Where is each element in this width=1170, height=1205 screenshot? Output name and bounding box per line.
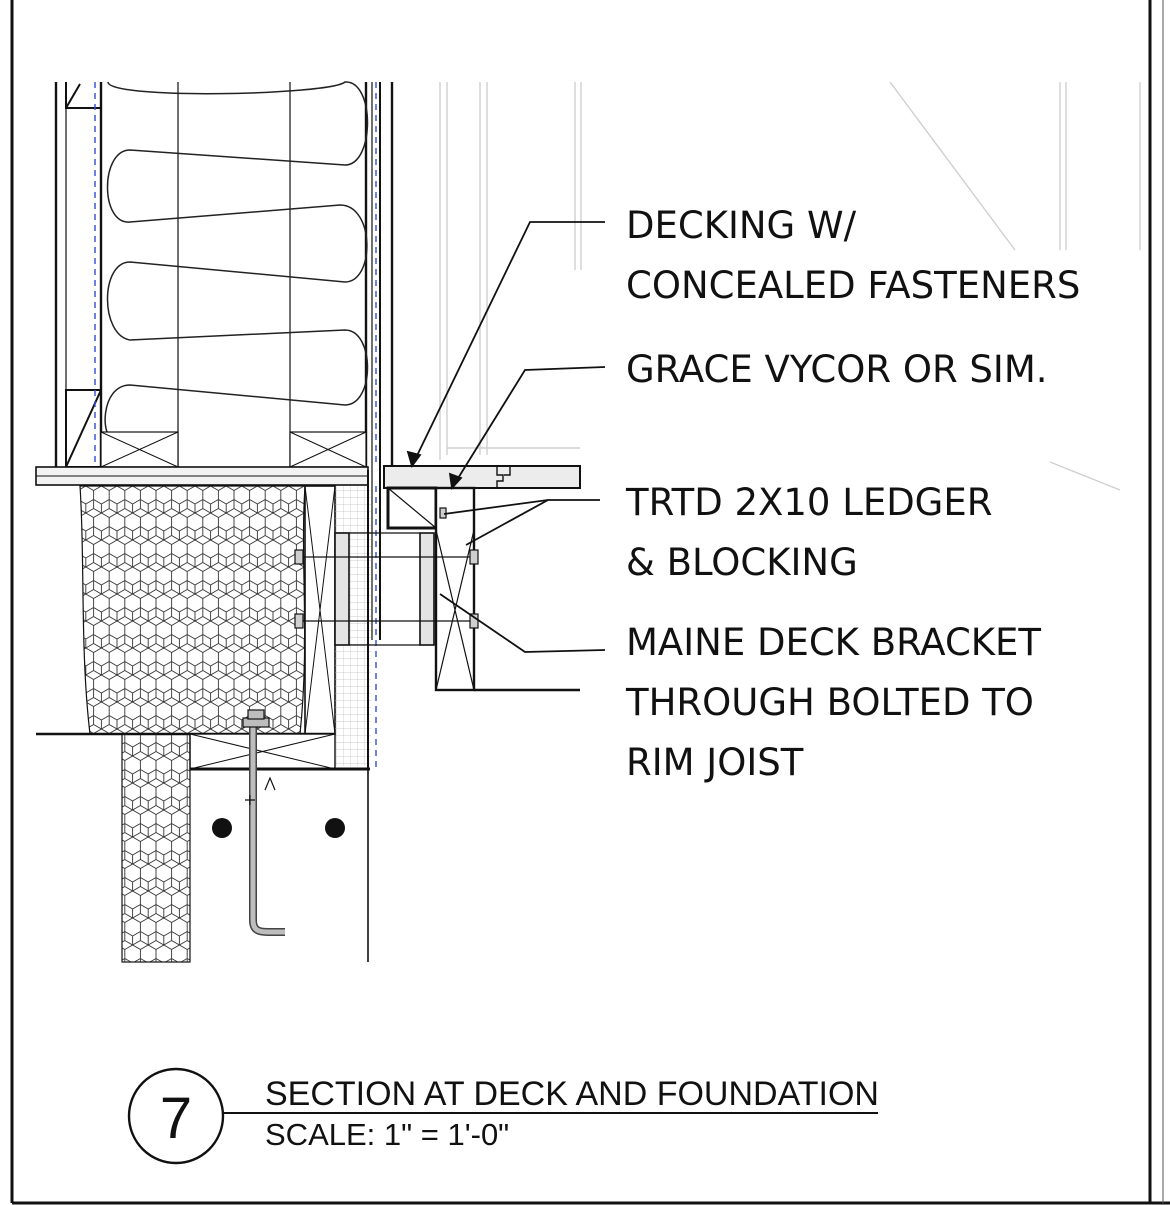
callout-line: THROUGH BOLTED TO [625, 681, 1034, 724]
deck-assembly [294, 465, 581, 692]
rebar-dot [325, 818, 345, 838]
background-elevation [439, 81, 1141, 491]
callout-line: CONCEALED FASTENERS [626, 264, 1080, 307]
detail-number-bubble [127, 1067, 225, 1165]
wall-assembly [54, 81, 394, 640]
callout-line: TRTD 2X10 LEDGER [625, 481, 992, 524]
detail-scale: SCALE: 1" = 1'-0" [265, 1117, 509, 1152]
callout-line: DECKING W/ [626, 204, 857, 247]
foundation [121, 709, 369, 963]
floor-assembly [35, 466, 377, 771]
callout-membrane: GRACE VYCOR OR SIM. [626, 348, 1048, 391]
callout-leaders [406, 221, 606, 653]
callout-decking: DECKING W/ CONCEALED FASTENERS [626, 204, 1080, 307]
callout-ledger: TRTD 2X10 LEDGER & BLOCKING [625, 481, 992, 584]
detail-number: 7 [160, 1086, 192, 1151]
callout-line: RIM JOIST [626, 741, 804, 784]
detail-title-block: 7 SECTION AT DECK AND FOUNDATION SCALE: … [127, 1067, 879, 1165]
callout-line: MAINE DECK BRACKET [626, 621, 1041, 664]
through-bolt [294, 507, 479, 629]
sheet-border [10, 0, 1170, 1205]
callout-bracket: MAINE DECK BRACKET THROUGH BOLTED TO RIM… [625, 621, 1041, 784]
callout-line: & BLOCKING [626, 541, 858, 584]
callout-line: GRACE VYCOR OR SIM. [626, 348, 1048, 391]
detail-title: SECTION AT DECK AND FOUNDATION [265, 1075, 879, 1113]
rebar-dot [212, 818, 232, 838]
